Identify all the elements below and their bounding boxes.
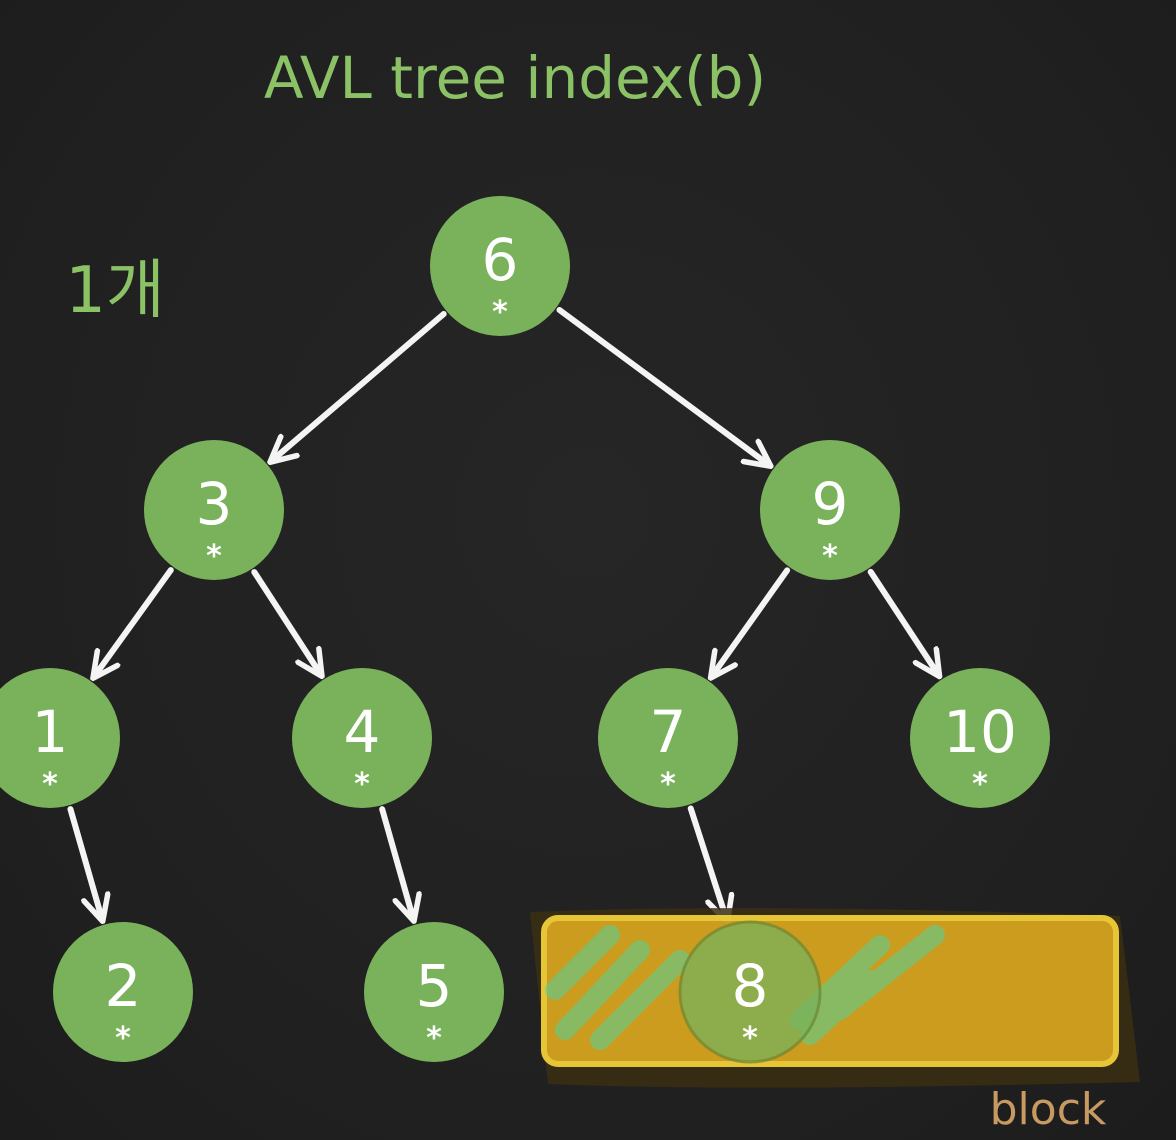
node-circle [0, 668, 120, 808]
node-pointer-marker: * [354, 767, 370, 802]
edge-n9-n7 [712, 567, 791, 676]
node-value: 3 [196, 470, 233, 538]
edge-n7-n8 [687, 805, 727, 919]
node-pointer-marker: * [972, 767, 988, 802]
edge-n6-n9 [556, 306, 769, 465]
node-pointer-marker: * [42, 767, 58, 802]
node-value: 7 [650, 698, 687, 766]
tree-node-5: 5* [364, 922, 504, 1062]
tree-node-4: 4* [292, 668, 432, 808]
node-pointer-marker: * [660, 767, 676, 802]
edge-n3-n1 [94, 567, 174, 676]
node-value: 10 [943, 698, 1017, 766]
node-circle [910, 668, 1050, 808]
node-circle [364, 922, 504, 1062]
node-circle [53, 922, 193, 1062]
node-pointer-marker: * [492, 295, 508, 330]
diagram-title: AVL tree index(b) [264, 44, 766, 112]
edge-n1-n2 [67, 806, 102, 919]
tree-node-8: 8* [678, 920, 822, 1064]
tree-node-10: 10* [910, 668, 1050, 808]
node-circle [430, 196, 570, 336]
node-value: 6 [482, 226, 519, 294]
edge-n6-n3 [272, 311, 447, 461]
node-pointer-marker: * [206, 539, 222, 574]
tree-node-6: 6* [430, 196, 570, 336]
node-value: 4 [344, 698, 381, 766]
tree-node-7: 7* [598, 668, 738, 808]
edge-n9-n10 [867, 568, 939, 675]
node-circle [760, 440, 900, 580]
node-pointer-marker: * [426, 1021, 442, 1056]
node-circle [598, 668, 738, 808]
node-value: 8 [732, 952, 769, 1020]
node-circle [678, 920, 822, 1064]
count-label: 1개 [65, 254, 165, 328]
tree-node-2: 2* [53, 922, 193, 1062]
nodes-layer: 6*3*9*1*4*7*10*2*5*8* [0, 196, 1050, 1064]
tree-node-3: 3* [144, 440, 284, 580]
node-value: 2 [105, 952, 142, 1020]
block-highlight [530, 908, 1140, 1088]
node-value: 9 [812, 470, 849, 538]
tree-node-1: 1* [0, 668, 120, 808]
node-value: 5 [416, 952, 453, 1020]
node-value: 1 [32, 698, 69, 766]
node-pointer-marker: * [822, 539, 838, 574]
edge-n3-n4 [251, 569, 320, 674]
block-label: block [990, 1084, 1107, 1135]
edge-n4-n5 [379, 806, 413, 919]
node-pointer-marker: * [742, 1021, 758, 1056]
node-circle [144, 440, 284, 580]
node-pointer-marker: * [115, 1021, 131, 1056]
edges-layer [67, 306, 939, 920]
node-circle [292, 668, 432, 808]
tree-node-9: 9* [760, 440, 900, 580]
